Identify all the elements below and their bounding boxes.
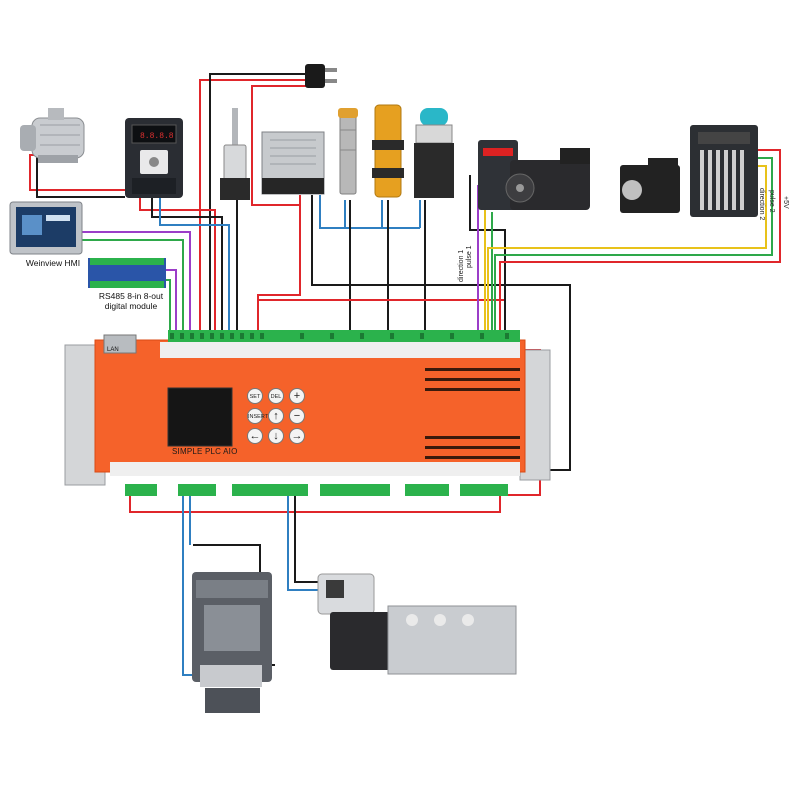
wire-purple-rs485 bbox=[165, 269, 177, 330]
down-arrow-key[interactable]: ↓ bbox=[268, 428, 284, 444]
svg-text:8.8.8.8: 8.8.8.8 bbox=[140, 132, 174, 141]
lan-port-label: LAN bbox=[107, 347, 119, 353]
key-del[interactable]: DEL bbox=[268, 388, 284, 404]
wire-red-stepper bbox=[499, 149, 781, 330]
wire-red-power-top bbox=[199, 79, 310, 330]
limit-switch bbox=[220, 108, 250, 200]
pulse2-label: pulse 2 bbox=[768, 190, 775, 213]
plus-key[interactable]: + bbox=[289, 388, 305, 404]
wire-red-psu bbox=[257, 195, 301, 330]
vfd-inverter: 8.8.8.8 bbox=[125, 118, 183, 198]
proximity-sensor bbox=[338, 108, 358, 195]
pulse1-label: pulse 1 bbox=[466, 245, 473, 268]
wire-green-rs485 bbox=[165, 279, 171, 330]
contactor bbox=[192, 572, 272, 713]
plus5v-label: +5V bbox=[782, 196, 789, 209]
wire-yellow-stepper bbox=[487, 165, 767, 330]
hmi-panel bbox=[9, 201, 83, 255]
wire-red-power-top2 bbox=[251, 85, 310, 206]
direction2-label: direction 2 bbox=[758, 188, 765, 221]
wire-blue-valve bbox=[287, 495, 318, 591]
wire-blue-contactor-a bbox=[182, 495, 200, 676]
wire-black-servo bbox=[469, 175, 506, 330]
wire-black-power bbox=[209, 73, 310, 330]
wire-red-vfd bbox=[139, 195, 216, 330]
wire-green-stepper bbox=[494, 157, 773, 330]
wire-red-bus bbox=[258, 299, 506, 330]
wire-black-vfd bbox=[151, 195, 223, 330]
hmi-label: Weinview HMI bbox=[25, 258, 81, 268]
stepper-motor bbox=[620, 158, 680, 213]
wire-blue-vfd bbox=[159, 195, 230, 330]
wire-blue-psu bbox=[319, 195, 420, 229]
solenoid-valve bbox=[317, 573, 517, 675]
key-insert[interactable]: INSERT bbox=[247, 408, 268, 424]
rs485-label-line2: digital module bbox=[104, 301, 158, 311]
photoelectric-sensor bbox=[372, 104, 404, 198]
stepper-driver bbox=[690, 125, 758, 217]
direction1-label: direction 1 bbox=[458, 249, 465, 282]
plc-title: SIMPLE PLC AIO bbox=[172, 447, 238, 456]
rs485-label-line1: RS485 8-in 8-out bbox=[98, 291, 164, 301]
up-arrow-key[interactable]: ↑ bbox=[268, 408, 284, 424]
right-arrow-key[interactable]: → bbox=[289, 428, 305, 444]
power-plug bbox=[305, 64, 337, 88]
wire-red-output-bus bbox=[129, 495, 501, 513]
wire-purple-hmi bbox=[80, 231, 191, 330]
rs485-module bbox=[88, 258, 166, 288]
wire-black-valve bbox=[294, 495, 318, 583]
push-button bbox=[414, 108, 454, 198]
minus-key[interactable]: − bbox=[289, 408, 305, 424]
plc-unit bbox=[64, 330, 551, 496]
power-supply bbox=[261, 131, 325, 195]
servo-motor bbox=[505, 148, 590, 210]
wires bbox=[29, 73, 781, 676]
left-arrow-key[interactable]: ← bbox=[247, 428, 263, 444]
ac-motor bbox=[20, 108, 85, 163]
key-set[interactable]: SET bbox=[247, 388, 263, 404]
wire-green-hmi bbox=[80, 239, 184, 330]
